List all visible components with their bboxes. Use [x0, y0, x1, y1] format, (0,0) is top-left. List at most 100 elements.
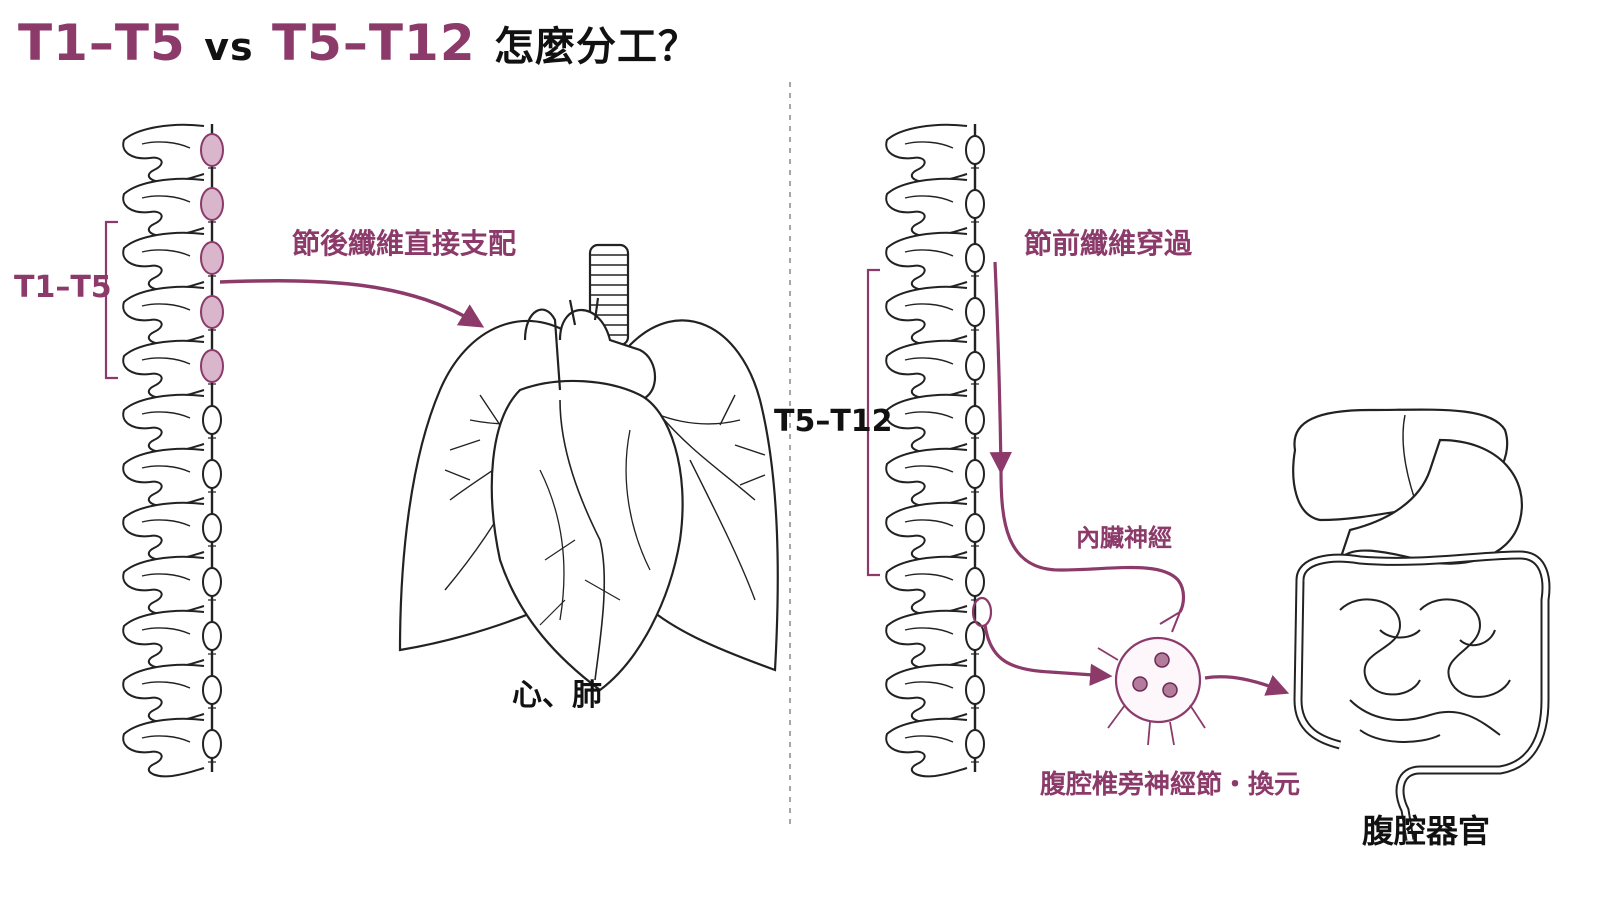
sympathetic-ganglion [200, 241, 224, 275]
sympathetic-ganglion [965, 351, 985, 381]
vertebra [122, 555, 205, 616]
vertebra-line [141, 573, 191, 581]
vertebra [122, 339, 205, 400]
vertebra-line [141, 411, 191, 419]
vertebra [885, 231, 968, 292]
title-suffix: 怎麼分工？ [494, 24, 700, 70]
vertebra-line [141, 195, 191, 203]
vertebra [122, 501, 205, 562]
sympathetic-ganglion [202, 621, 222, 651]
left-fiber-label: 節後纖維直接支配 [292, 227, 517, 260]
left-range-bracket [104, 220, 118, 380]
sympathetic-ganglion [965, 513, 985, 543]
vertebra-line [904, 195, 954, 203]
sympathetic-ganglion [202, 459, 222, 489]
vertebra-line [904, 681, 954, 689]
page-title: T1–T5 vs T5–T12 怎麼分工？ [18, 14, 699, 72]
vertebra [885, 393, 968, 454]
vertebra [885, 123, 968, 184]
vertebra-line [904, 519, 954, 527]
left-spine [122, 123, 205, 778]
splanchnic-nerve-label: 內臟神經 [1076, 524, 1172, 552]
vertebra [122, 393, 205, 454]
vertebra [885, 717, 968, 778]
sympathetic-ganglion [200, 187, 224, 221]
vertebra-line [141, 249, 191, 257]
left-range-label: T1–T5 [14, 270, 112, 305]
sympathetic-ganglion [965, 675, 985, 705]
vertebra [885, 663, 968, 724]
vertebra-line [141, 303, 191, 311]
left-spinal-cord [200, 124, 224, 772]
vertebra [122, 123, 205, 184]
vertebra-line [141, 735, 191, 743]
vertebra-line [904, 303, 954, 311]
celiac-ganglion [1097, 609, 1206, 746]
aorta [558, 308, 656, 402]
vertebra [885, 447, 968, 508]
vertebra [122, 177, 205, 238]
sympathetic-ganglion [202, 675, 222, 705]
vertebra-line [904, 573, 954, 581]
vertebra-line [141, 141, 191, 149]
vertebra-line [904, 411, 954, 419]
vertebra-line [141, 681, 191, 689]
sympathetic-ganglion [965, 567, 985, 597]
sympathetic-ganglion [965, 459, 985, 489]
spinal-exit-ring [971, 596, 993, 628]
vertebra-line [904, 627, 954, 635]
vertebra-line [904, 249, 954, 257]
postganglionic-fiber-arrow [219, 279, 485, 328]
right-range-bracket [866, 268, 880, 577]
sympathetic-ganglion [965, 243, 985, 273]
sympathetic-ganglion [202, 513, 222, 543]
vertebra-line [904, 465, 954, 473]
heart [490, 379, 684, 692]
right-range-label: T5–T12 [774, 404, 893, 439]
vertebra [122, 231, 205, 292]
vertebra-line [904, 357, 954, 365]
vertebra [122, 285, 205, 346]
sympathetic-ganglion [200, 295, 224, 329]
vertebra [122, 663, 205, 724]
sympathetic-ganglion [965, 405, 985, 435]
splanchnic-nerve [999, 469, 1186, 613]
title-vs: vs [204, 25, 254, 69]
small-intestine [1339, 598, 1511, 743]
title-t5-t12: T5–T12 [272, 14, 476, 72]
sympathetic-ganglion [202, 567, 222, 597]
vertebra [885, 285, 968, 346]
right-spinal-cord [965, 124, 985, 772]
vertebra [885, 501, 968, 562]
vertebra-line [141, 519, 191, 527]
title-t1-t5: T1–T5 [18, 14, 186, 72]
vertebra [122, 447, 205, 508]
lower-branch-arrow [983, 624, 1113, 686]
sympathetic-ganglion [202, 405, 222, 435]
sympathetic-ganglion [202, 729, 222, 759]
preganglionic-fiber-arrow [989, 261, 1012, 475]
vertebra [885, 339, 968, 400]
vertebra-line [904, 141, 954, 149]
sympathetic-ganglion [965, 297, 985, 327]
large-intestine-outline [1293, 550, 1551, 841]
sympathetic-ganglion [965, 135, 985, 165]
vertebra [885, 609, 968, 670]
sympathetic-ganglion [965, 729, 985, 759]
vertebra [122, 717, 205, 778]
right-spine [885, 123, 968, 778]
sympathetic-ganglion [200, 349, 224, 383]
ganglion-to-organ-arrow [1204, 674, 1290, 696]
right-fiber-label: 節前纖維穿過 [1024, 227, 1193, 260]
vertebra-line [141, 465, 191, 473]
sympathetic-ganglion [200, 133, 224, 167]
vertebra [885, 177, 968, 238]
ganglion-label: 腹腔椎旁神經節・換元 [1040, 770, 1301, 800]
vertebra-line [904, 735, 954, 743]
left-organ-label: 心、肺 [512, 678, 602, 713]
vertebra-line [141, 627, 191, 635]
vertebra [885, 555, 968, 616]
right-organ-label: 腹腔器官 [1362, 812, 1491, 850]
